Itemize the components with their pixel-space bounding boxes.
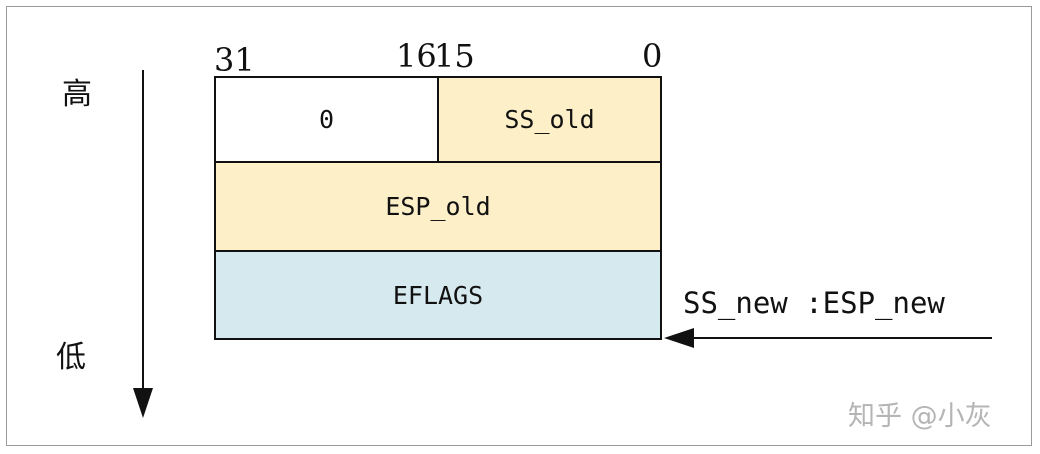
down-arrow-head-icon [133, 388, 153, 418]
figure-frame [6, 6, 1032, 446]
bit-16-label: 16 [396, 37, 437, 75]
stack-cell-zero-text: 0 [318, 105, 335, 134]
stack-cell-eflags-text: EFLAGS [392, 280, 484, 310]
stack-cell-esp-old: ESP_old [214, 161, 662, 252]
bit-0-label: 0 [642, 37, 663, 75]
stack-cell-ss-old-text: SS_old [504, 105, 595, 134]
high-label: 高 [62, 77, 92, 112]
watermark: 知乎 @小灰 [848, 401, 992, 432]
stack-cell-esp-old-text: ESP_old [385, 192, 491, 221]
bit-31-label: 31 [214, 41, 255, 79]
pointer-arrow-head-icon [664, 328, 694, 348]
stack-cell-ss-old: SS_old [437, 76, 662, 163]
low-label: 低 [56, 340, 86, 375]
bit-15-label: 15 [434, 37, 475, 75]
stack-pointer-label: SS_new :ESP_new [683, 286, 945, 320]
stack-cell-eflags: EFLAGS [214, 250, 662, 340]
